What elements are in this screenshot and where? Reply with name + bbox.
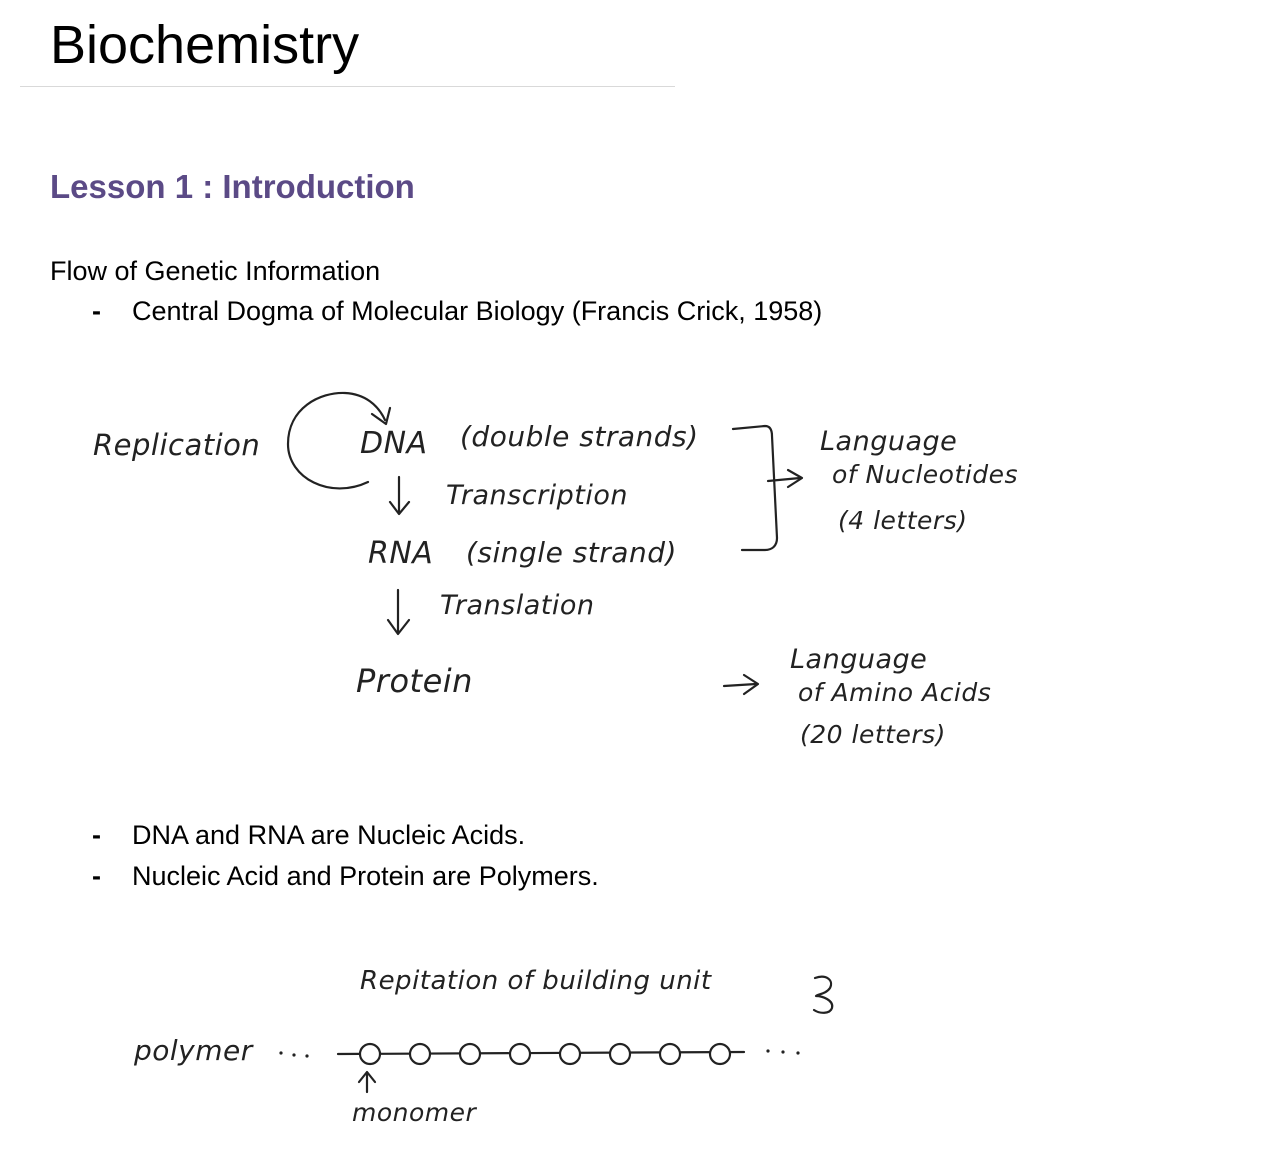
nucleic-bracket <box>731 424 779 552</box>
monomer-circle <box>458 1042 482 1066</box>
dna-label: DNA <box>360 426 428 461</box>
amino-language-line1: Language <box>790 644 928 675</box>
protein-language-arrow <box>722 682 758 688</box>
bullet-dash: - <box>92 861 101 891</box>
dna-note: (double strands) <box>460 420 699 453</box>
monomer-circle <box>708 1042 732 1066</box>
chain-backbone <box>336 1050 746 1056</box>
monomer-label: monomer <box>352 1098 477 1127</box>
rna-label: RNA <box>368 536 434 571</box>
replication-loop-arrow <box>286 391 387 490</box>
title-divider <box>20 86 675 87</box>
rna-note: (single strand) <box>466 536 677 569</box>
repeat-brace-icon <box>812 975 834 1014</box>
polymer-label: polymer <box>134 1034 253 1067</box>
monomer-circle <box>408 1042 432 1066</box>
translation-arrowhead <box>386 618 411 636</box>
monomer-circle <box>358 1042 382 1066</box>
bullet-text-nucleic-acids: DNA and RNA are Nucleic Acids. <box>132 820 526 850</box>
amino-language-line3: (20 letters) <box>800 720 946 749</box>
bullet-text-central-dogma: Central Dogma of Molecular Biology (Fran… <box>132 296 823 326</box>
repetition-label: Repitation of building unit <box>360 966 712 996</box>
monomer-circle <box>508 1042 532 1066</box>
monomer-circle <box>608 1042 632 1066</box>
polymer-chain <box>336 1042 746 1066</box>
nucleotide-language-line2: of Nucleotides <box>832 460 1018 489</box>
monomer-circle <box>658 1042 682 1066</box>
nucleotide-language-line3: (4 letters) <box>838 506 968 535</box>
monomer-circle <box>558 1042 582 1066</box>
nucleotide-language-line1: Language <box>820 426 958 457</box>
monomer-arrowhead <box>357 1070 377 1084</box>
amino-language-line2: of Amino Acids <box>798 678 992 707</box>
replication-loop-arrowhead <box>370 406 392 426</box>
bracket-arrowhead <box>786 468 804 489</box>
transcription-label: Transcription <box>446 480 629 511</box>
section-heading: Flow of Genetic Information <box>50 256 381 286</box>
transcription-arrowhead <box>388 500 411 516</box>
bullet-dash: - <box>92 296 101 326</box>
page-title: Biochemistry <box>50 15 360 75</box>
protein-language-arrowhead <box>742 673 760 696</box>
bullet-text-polymers: Nucleic Acid and Protein are Polymers. <box>132 861 599 891</box>
lesson-heading: Lesson 1 : Introduction <box>50 168 415 205</box>
translation-label: Translation <box>440 590 595 621</box>
bracket-arrow <box>766 476 802 483</box>
ellipsis-dots <box>279 1049 800 1058</box>
protein-label: Protein <box>356 662 473 700</box>
bullet-dash: - <box>92 820 101 850</box>
replication-label: Replication <box>93 428 261 462</box>
